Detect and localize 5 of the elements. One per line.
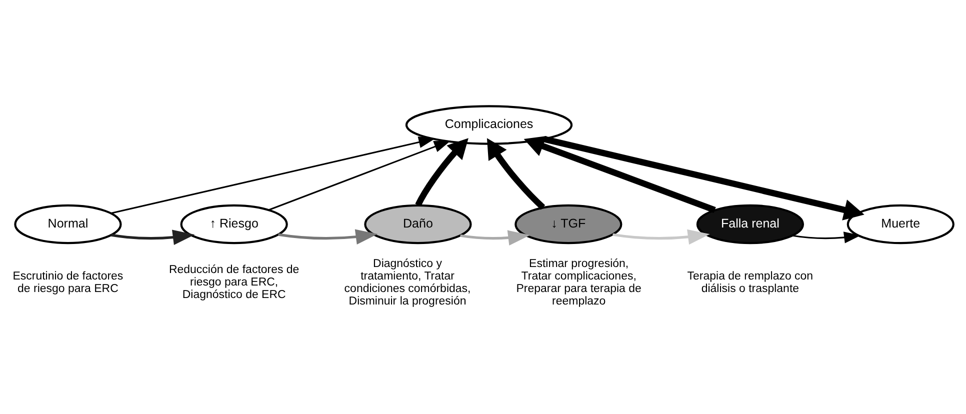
node-label: Reducción de factores de riesgo para ERC, Diagnóstico de ERC: [168, 264, 300, 302]
node-label: Escrutinio de factores de riesgo para ERC: [12, 270, 124, 295]
node-label: Estimar progresión, Tratar complicaciones, Preparar para terapia de reemplazo: [516, 258, 642, 308]
node-label: Diagnóstico y tratamiento, Tratar condiciones comórbidas, Disminuir la progresión: [344, 258, 471, 308]
node-label: Terapia de remplazo con diálisis o trasplante: [687, 270, 814, 295]
